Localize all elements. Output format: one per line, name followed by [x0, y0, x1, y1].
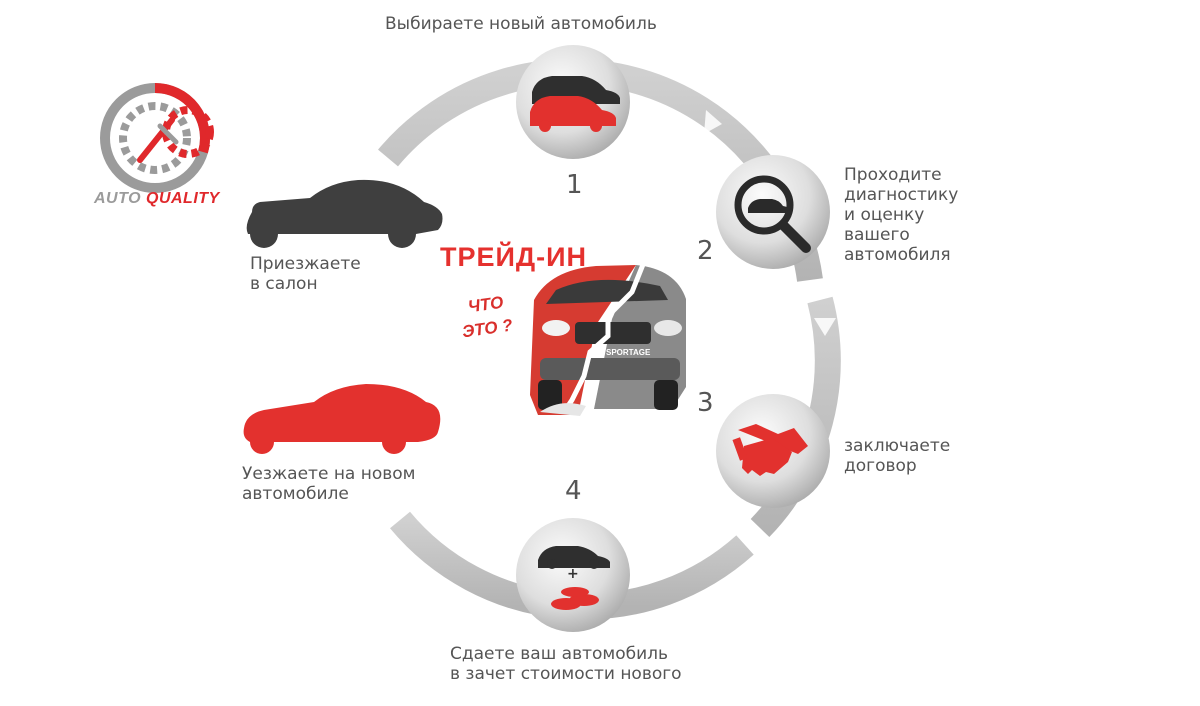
step-2-label-line: и оценку	[844, 205, 925, 225]
plus-sign: +	[567, 566, 579, 582]
step-2-circle	[716, 155, 830, 269]
step-1-circle	[516, 45, 630, 159]
step-4-circle	[516, 518, 630, 632]
ring-arrow	[814, 318, 836, 336]
leave-label-line: автомобиле	[242, 484, 349, 504]
handshake-icon	[732, 424, 808, 476]
step-3-label: заключаете договор	[844, 436, 950, 476]
step-3-label-line: заключаете	[844, 436, 951, 456]
step-2-label-line: Проходите	[844, 165, 942, 185]
step-2-label-line: вашего	[844, 225, 910, 245]
step-1-label: Выбираете новый автомобиль	[385, 14, 657, 34]
step-2-label-line: автомобиля	[844, 245, 951, 265]
logo-word-quality: QUALITY	[146, 190, 220, 207]
ring-arrow	[704, 110, 722, 134]
step-4-label-line: Сдаете ваш автомобиль	[450, 644, 669, 664]
step-4-number: 4	[565, 476, 582, 506]
step-3-label-line: договор	[844, 456, 917, 476]
leave-label-line: Уезжаете на новом	[242, 464, 416, 484]
trade-in-title: ТРЕЙД-ИН	[440, 242, 588, 272]
logo-text: AUTO QUALITY	[94, 190, 220, 208]
ring-arrow	[694, 530, 716, 548]
leave-label: Уезжаете на новом автомобиле	[242, 464, 416, 504]
step-3-number: 3	[697, 388, 714, 418]
step-2-label: Проходите диагностику и оценку вашего ав…	[844, 165, 958, 265]
step-2-label-line: диагностику	[844, 185, 959, 205]
red-car-silhouette	[243, 384, 441, 454]
logo-word-auto: AUTO	[94, 190, 142, 207]
arrive-label: Приезжаете в салон	[250, 254, 361, 294]
two-cars-icon	[530, 76, 620, 132]
arrive-label-line: Приезжаете	[250, 254, 361, 274]
arrive-label-line: в салон	[250, 274, 318, 294]
step-2-number: 2	[697, 236, 714, 266]
ring-arrows	[694, 110, 836, 548]
car-plus-money-icon	[538, 546, 610, 610]
step-1-number: 1	[566, 170, 583, 200]
magnifier-car-icon	[734, 175, 811, 253]
car-badge: SPORTAGE	[606, 348, 651, 357]
step-4-label-line: в зачет стоимости нового	[450, 664, 682, 684]
center-car-photo	[528, 261, 686, 416]
step-3-circle	[716, 394, 830, 508]
auto-quality-logo-emblem	[100, 83, 214, 193]
dark-car-silhouette	[246, 179, 443, 248]
step-4-label: Сдаете ваш автомобиль в зачет стоимости …	[450, 644, 682, 684]
